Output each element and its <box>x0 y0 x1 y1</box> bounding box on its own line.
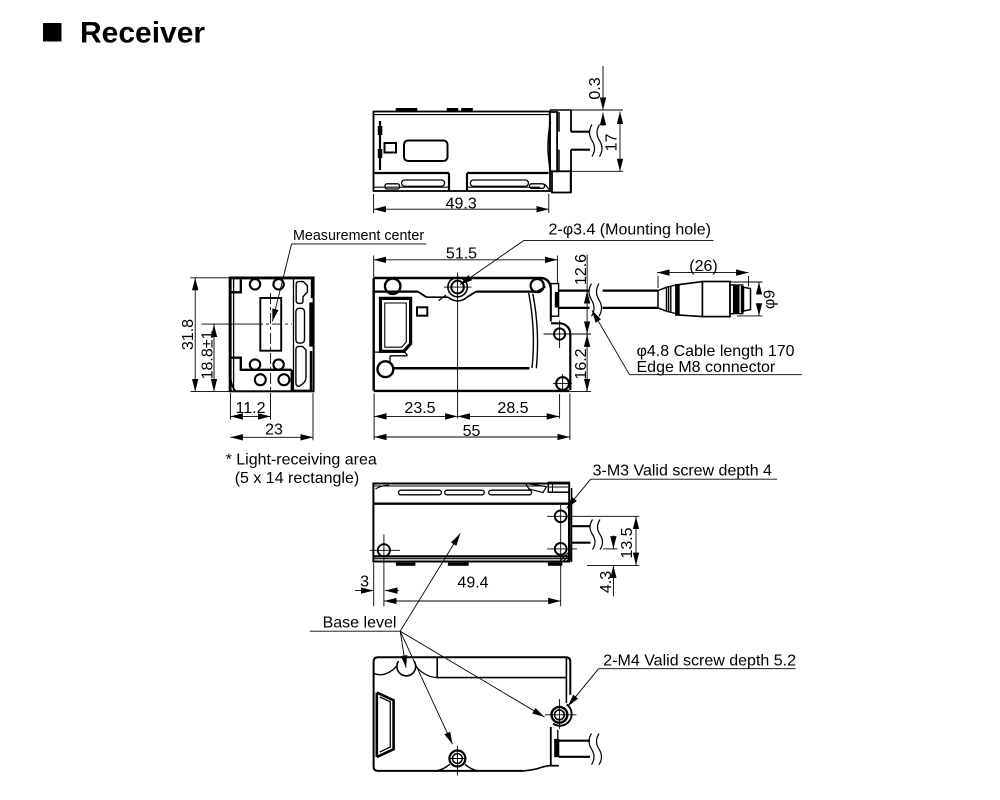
svg-text:23.5: 23.5 <box>404 400 435 417</box>
svg-text:23: 23 <box>265 421 283 438</box>
svg-text:0.3: 0.3 <box>587 77 604 99</box>
svg-text:51.5: 51.5 <box>446 245 477 262</box>
svg-text:3-M3 Valid screw depth 4: 3-M3 Valid screw depth 4 <box>593 463 772 480</box>
svg-text:18.8±1: 18.8±1 <box>199 330 216 379</box>
svg-text:Edge M8 connector: Edge M8 connector <box>637 359 776 376</box>
svg-text:2-M4 Valid screw depth 5.2: 2-M4 Valid screw depth 5.2 <box>603 653 796 670</box>
svg-text:49.3: 49.3 <box>446 195 477 212</box>
svg-text:2-φ3.4 (Mounting hole): 2-φ3.4 (Mounting hole) <box>549 222 711 239</box>
svg-text:17: 17 <box>604 134 621 152</box>
svg-text:φ4.8 Cable length 170: φ4.8 Cable length 170 <box>637 343 795 360</box>
svg-text:11.2: 11.2 <box>236 400 266 417</box>
svg-text:49.4: 49.4 <box>457 574 488 591</box>
svg-text:Measurement center: Measurement center <box>293 228 424 244</box>
svg-text:12.6: 12.6 <box>573 254 590 285</box>
svg-text:4.3: 4.3 <box>598 571 615 593</box>
svg-text:16.2: 16.2 <box>573 348 590 379</box>
svg-text:31.8: 31.8 <box>180 319 197 350</box>
svg-text:Receiver: Receiver <box>80 17 205 50</box>
svg-text:(26): (26) <box>689 258 717 275</box>
svg-text:φ9: φ9 <box>762 290 779 309</box>
svg-text:13.5: 13.5 <box>619 527 636 558</box>
svg-text:(5 x 14 rectangle): (5 x 14 rectangle) <box>235 470 360 487</box>
svg-text:3: 3 <box>360 574 369 591</box>
svg-text:28.5: 28.5 <box>497 400 528 417</box>
svg-text:55: 55 <box>463 423 481 440</box>
svg-text:* Light-receiving area: * Light-receiving area <box>226 452 377 469</box>
svg-text:Base level: Base level <box>323 615 397 632</box>
